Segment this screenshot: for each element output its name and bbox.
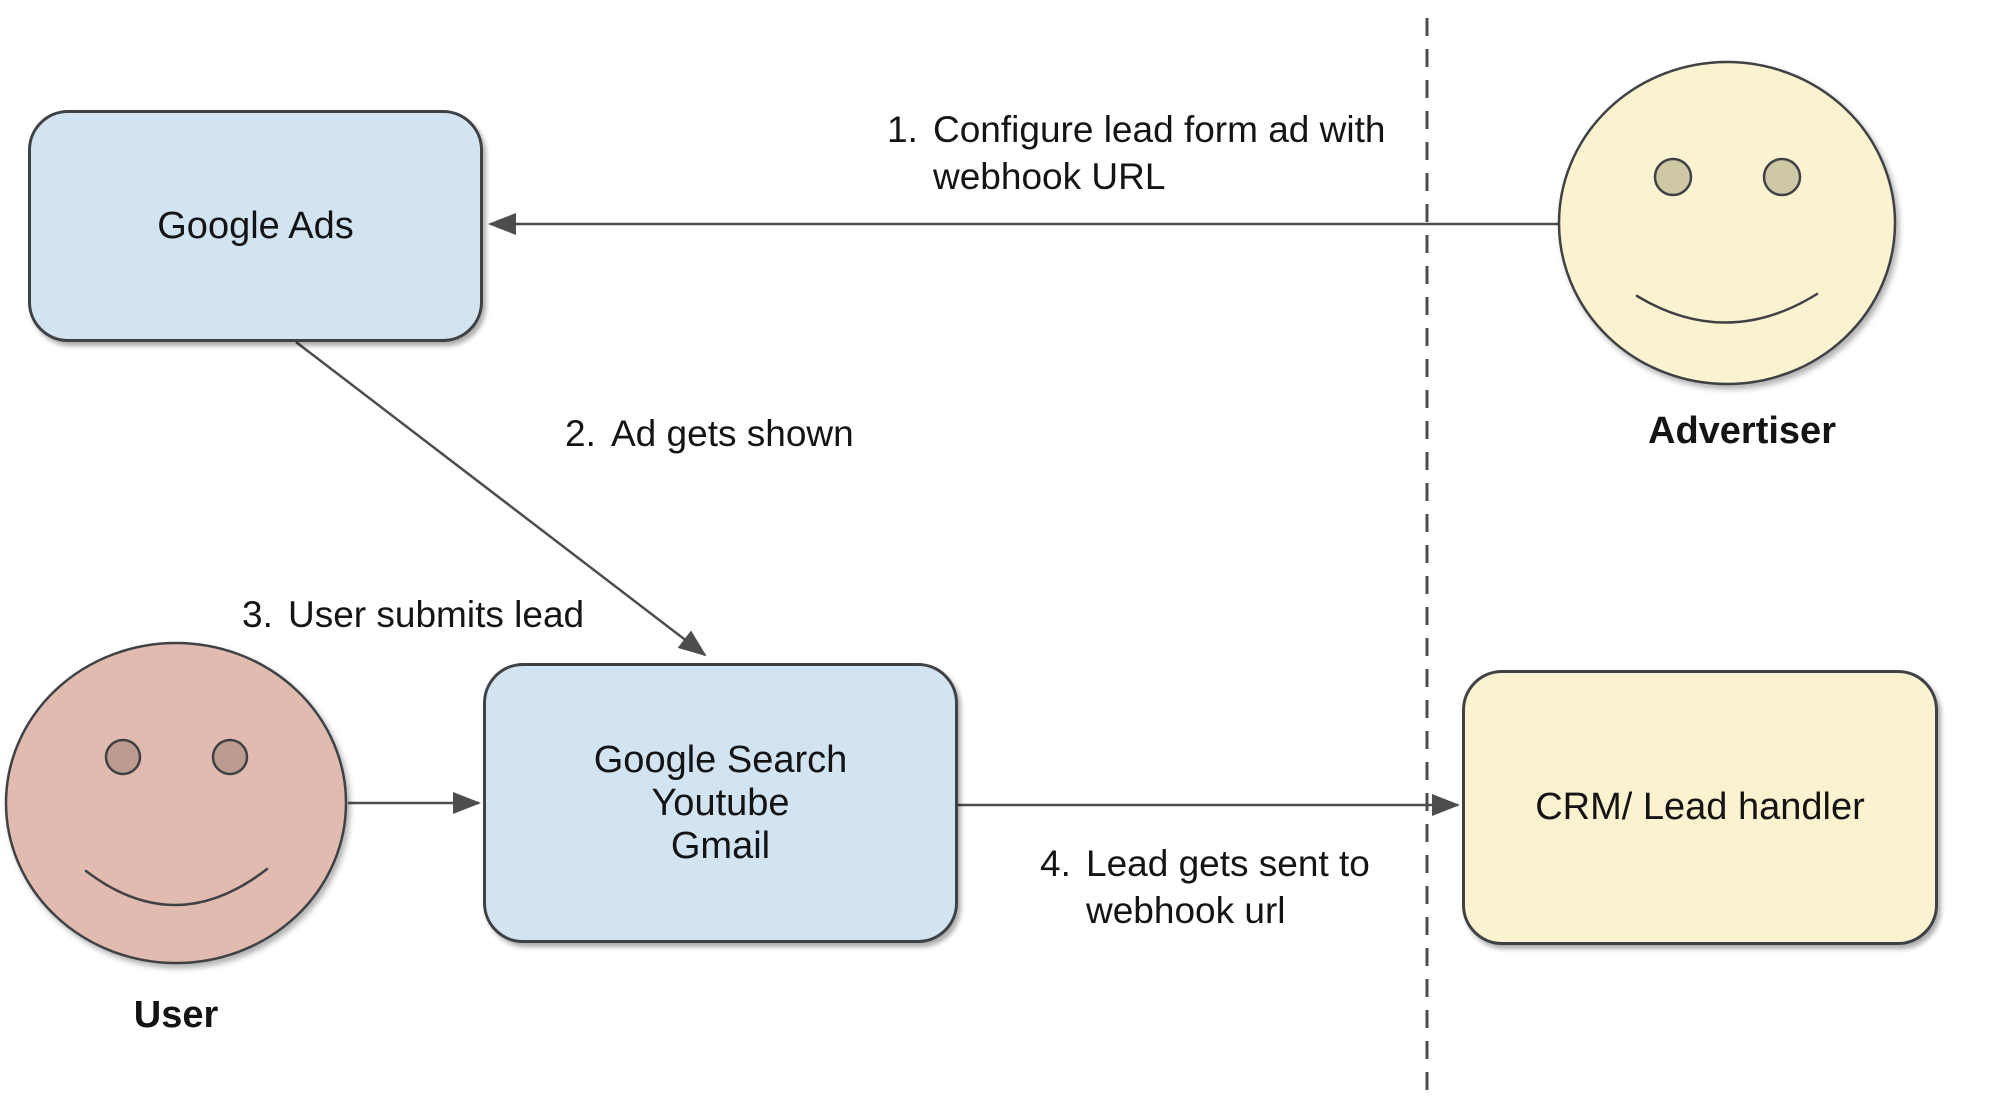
step-4-line-1: Lead gets sent to: [1086, 843, 1370, 884]
step-1-label: 1. Configure lead form ad with webhook U…: [887, 106, 1385, 200]
user-head: [4, 641, 348, 965]
step-3-line-1: User submits lead: [288, 594, 585, 635]
node-platforms-line-3: Gmail: [670, 824, 771, 867]
arrow-ad-gets-shown: [295, 341, 707, 657]
step-2-line-1: Ad gets shown: [611, 413, 854, 454]
user-left-eye: [104, 738, 142, 776]
node-crm-label: CRM/ Lead handler: [1535, 786, 1865, 828]
node-google-ads: Google Ads: [28, 110, 483, 342]
advertiser-face-icon: [1557, 60, 1897, 386]
user-label: User: [133, 994, 219, 1036]
advertiser-head: [1557, 60, 1897, 386]
user-face-icon: [4, 641, 348, 965]
advertiser-left-eye: [1653, 157, 1693, 197]
step-1-number: 1.: [887, 109, 918, 150]
step-2-label: 2. Ad gets shown: [565, 410, 854, 457]
step-4-label: 4. Lead gets sent to webhook url: [1040, 840, 1370, 934]
node-crm-lead-handler: CRM/ Lead handler: [1462, 670, 1938, 945]
node-google-ads-label: Google Ads: [157, 204, 354, 247]
user-right-eye: [211, 738, 249, 776]
advertiser-smile: [1635, 292, 1819, 324]
step-4-number: 4.: [1040, 843, 1071, 884]
step-1-line-2: webhook URL: [933, 156, 1166, 197]
advertiser-label: Advertiser: [1648, 410, 1836, 452]
step-4-line-2: webhook url: [1086, 890, 1286, 931]
step-1-line-1: Configure lead form ad with: [933, 109, 1386, 150]
node-platforms-line-2: Youtube: [651, 781, 790, 824]
step-2-number: 2.: [565, 413, 596, 454]
step-3-number: 3.: [242, 594, 273, 635]
user-smile: [84, 867, 269, 907]
advertiser-right-eye: [1762, 157, 1802, 197]
node-platforms-line-1: Google Search: [593, 738, 848, 781]
step-3-label: 3. User submits lead: [242, 591, 584, 638]
node-platforms: Google Search Youtube Gmail: [483, 663, 958, 943]
